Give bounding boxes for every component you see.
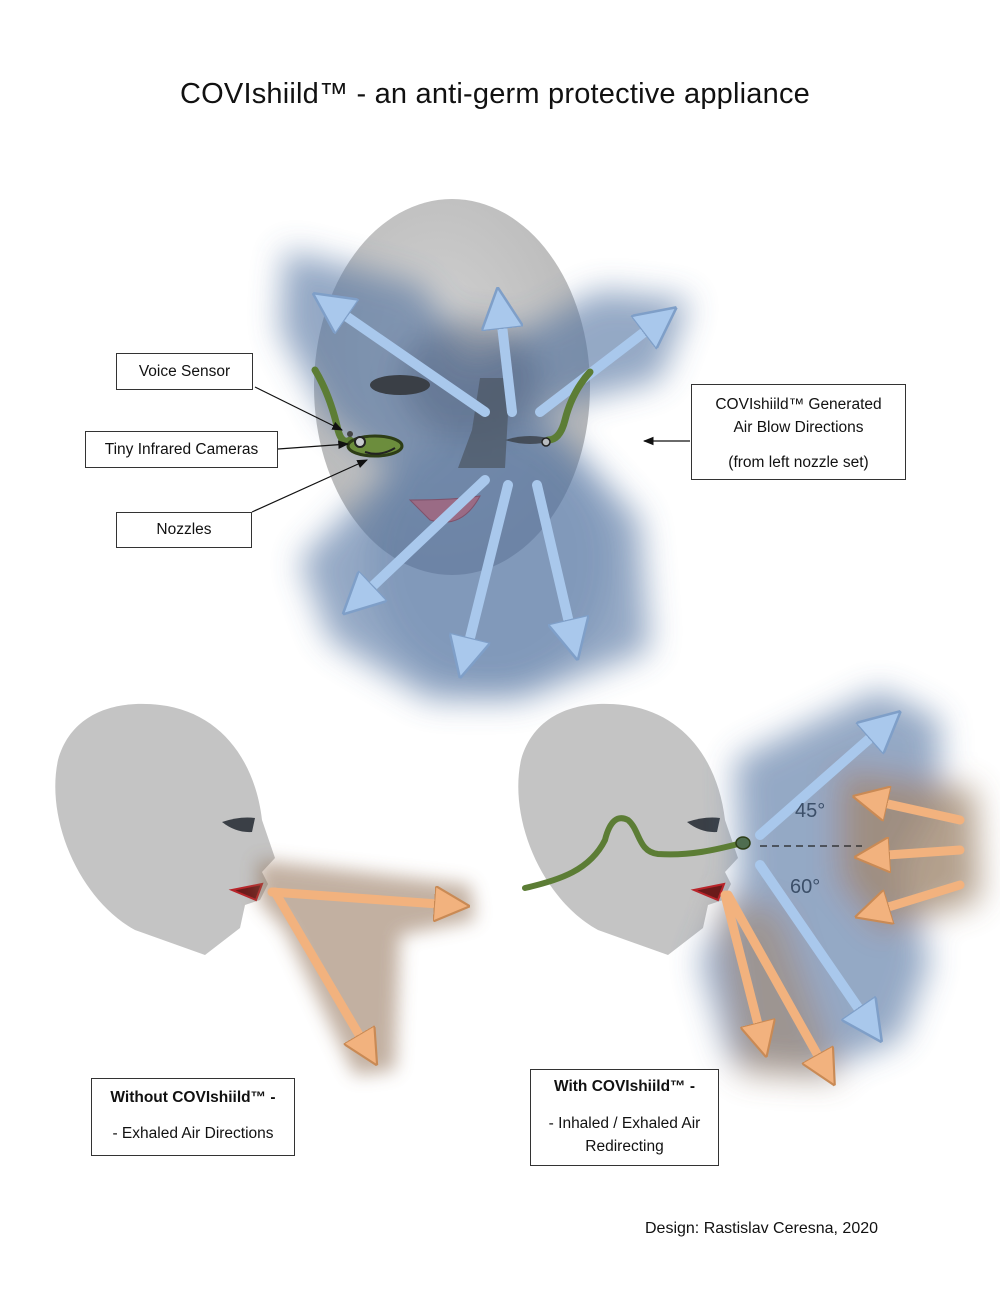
profile-eye xyxy=(222,817,255,833)
with-panel-box: With COVIshiild™ - - Inhaled / Exhaled A… xyxy=(530,1069,719,1166)
angle-45-label: 45° xyxy=(795,800,826,822)
profile-head-without xyxy=(55,703,475,1075)
without-title: Without COVIshiild™ - xyxy=(110,1089,276,1106)
design-credit: Design: Rastislav Ceresna, 2020 xyxy=(645,1220,879,1237)
cameras-label: Tiny Infrared Cameras xyxy=(104,441,259,458)
left-eye xyxy=(370,375,430,395)
right-device-arm xyxy=(544,368,594,444)
front-head-figure xyxy=(251,199,690,700)
air-blow-arrows xyxy=(330,305,660,658)
page-title: COVIshiild™ - an anti-germ protective ap… xyxy=(180,78,810,110)
incoming-arrow-2 xyxy=(872,850,965,856)
incoming-arrow-1 xyxy=(870,800,965,825)
nozzles-label-box: Nozzles xyxy=(116,512,252,548)
redirect-arrow-down xyxy=(755,860,870,1025)
exhale-glow xyxy=(258,860,475,1075)
air-arrow-lower-right xyxy=(532,480,573,640)
with-title: With COVIshiild™ - xyxy=(553,1078,696,1095)
air-arrow-down xyxy=(465,480,513,658)
profile-mouth-with xyxy=(690,882,726,902)
with-subtitle-1: - Inhaled / Exhaled Air xyxy=(548,1115,701,1132)
redirect-glow xyxy=(700,690,980,1080)
air-arrow-up xyxy=(500,308,512,417)
air-arrow-upper-left xyxy=(330,305,490,417)
incoming-arrow-3 xyxy=(872,880,965,912)
nozzles-pointer xyxy=(251,459,368,513)
exhale-redirect-1 xyxy=(720,890,762,1040)
profile-head-with xyxy=(518,690,980,1080)
generated-directions-box: COVIshiild™ Generated Air Blow Direction… xyxy=(691,384,906,480)
device-nozzle xyxy=(735,836,751,850)
device-wire xyxy=(522,815,745,891)
nose xyxy=(458,378,510,468)
exhale-redirect-2 xyxy=(723,890,826,1070)
voice-sensor-label-box: Voice Sensor xyxy=(116,353,253,390)
generated-line-3: (from left nozzle set) xyxy=(728,454,869,471)
generated-line-2: Air Blow Directions xyxy=(733,419,864,436)
cameras-pointer xyxy=(277,440,350,450)
right-camera-icon xyxy=(541,437,551,447)
without-subtitle: - Exhaled Air Directions xyxy=(112,1125,274,1142)
infrared-camera-icon xyxy=(354,436,366,448)
air-arrow-upper-right xyxy=(535,320,660,417)
angle-60-label: 60° xyxy=(790,876,821,898)
nozzles-label: Nozzles xyxy=(156,521,212,538)
without-panel-box: Without COVIshiild™ - - Exhaled Air Dire… xyxy=(91,1078,295,1156)
exhale-arrow-forward xyxy=(267,892,452,905)
with-subtitle-2: Redirecting xyxy=(585,1138,664,1155)
cameras-label-box: Tiny Infrared Cameras xyxy=(85,431,278,468)
voice-sensor-label: Voice Sensor xyxy=(138,363,231,380)
redirect-arrow-up xyxy=(755,725,885,840)
generated-line-1: COVIshiild™ Generated xyxy=(715,396,882,413)
air-arrow-lower-left xyxy=(358,475,490,600)
voice-sensor-pointer xyxy=(254,386,343,431)
exhale-arrow-down xyxy=(270,887,368,1050)
